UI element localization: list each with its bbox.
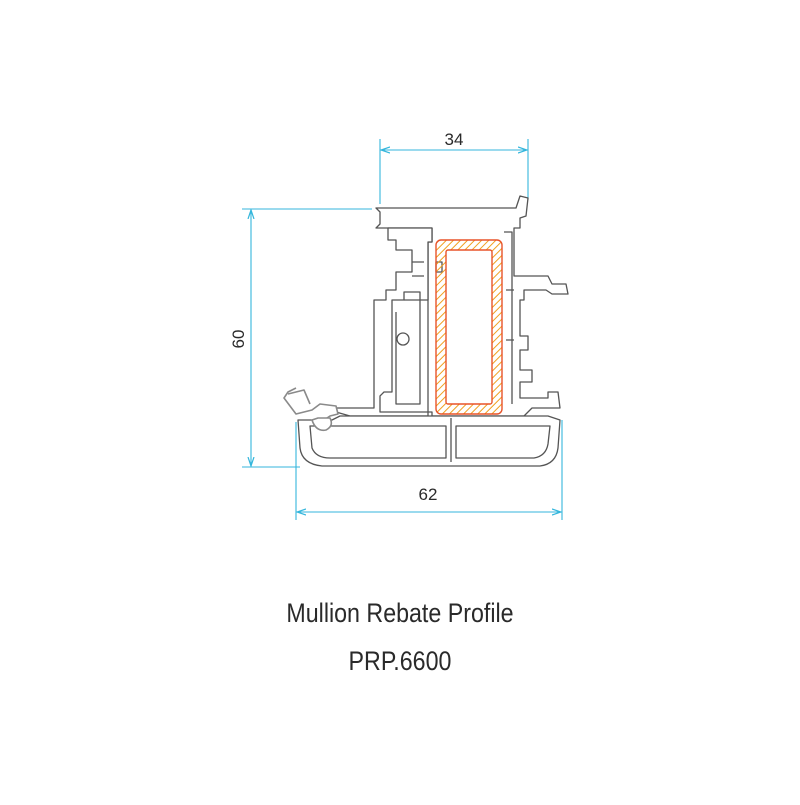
- dimension-height: [242, 208, 372, 468]
- gasket: [283, 387, 339, 432]
- dimension-bottom-label: 62: [419, 485, 438, 504]
- dimension-height-label: 60: [229, 330, 248, 349]
- profile-bottom-flange-inner: [309, 425, 551, 459]
- profile-code: PRP.6600: [348, 646, 452, 676]
- profile-inner-web-right: [504, 231, 514, 404]
- reinforcement-inner: [445, 249, 493, 405]
- dimension-top: [379, 139, 529, 204]
- profile-inner-web-left: [395, 261, 424, 405]
- screw-port: [396, 332, 410, 346]
- mullion-profile: [297, 195, 569, 467]
- dimension-bottom: [295, 420, 563, 520]
- profile-bottom-flange: [297, 415, 561, 467]
- dimension-top-label: 34: [445, 130, 464, 149]
- profile-title: Mullion Rebate Profile: [286, 598, 514, 628]
- steel-reinforcement: [435, 239, 503, 415]
- profile-left-leg: [335, 227, 433, 417]
- gasket-bulb: [287, 389, 333, 432]
